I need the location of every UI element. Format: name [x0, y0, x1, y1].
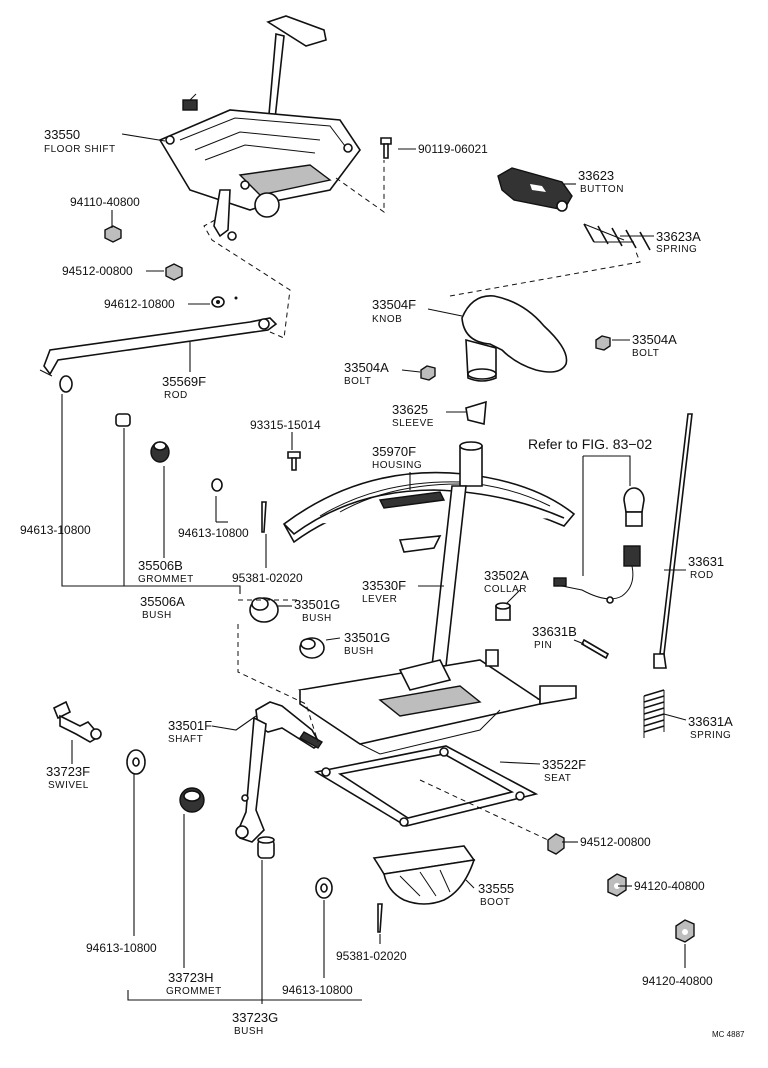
label-33723h-number: 33723H [168, 970, 214, 985]
label-33522f-name: SEAT [544, 773, 571, 784]
label-33555-number: 33555 [478, 881, 514, 896]
label-35569f-name: ROD [164, 390, 188, 401]
label-94512b-number: 94512-00800 [580, 835, 651, 849]
label-33550-number: 33550 [44, 127, 80, 142]
shaft-drawing [235, 701, 324, 843]
rod-35569f-drawing [39, 317, 278, 393]
boot-drawing [372, 845, 476, 905]
bolts-33504a-drawing [420, 335, 611, 381]
reference-note: Refer to FIG. 83−02 [528, 436, 652, 452]
screw-93315-drawing [287, 451, 301, 471]
knob-drawing [461, 295, 568, 382]
leader-lines [61, 133, 687, 1004]
swivel-drawing [52, 700, 102, 743]
label-33625-number: 33625 [392, 402, 428, 417]
collar-drawing [495, 602, 511, 621]
floor-shift-assembly-drawing [158, 15, 361, 241]
label-35970f-name: HOUSING [372, 460, 422, 471]
figure-code: MC 4887 [712, 1030, 745, 1039]
label-35506a-number: 35506A [140, 594, 185, 609]
label-33504f-number: 33504F [372, 297, 416, 312]
label-33522f-number: 33522F [542, 757, 586, 772]
label-33501f-number: 33501F [168, 718, 212, 733]
label-33631b-number: 33631B [532, 624, 577, 639]
label-94110-number: 94110-40800 [70, 195, 140, 209]
label-33501g-a-name: BUSH [302, 613, 332, 624]
button-drawing [497, 167, 573, 212]
label-33504f-name: KNOB [372, 314, 402, 325]
label-94613c-number: 94613-10800 [86, 941, 157, 955]
label-90119-number: 90119-06021 [418, 142, 488, 156]
label-33501f-name: SHAFT [168, 734, 203, 745]
seat-drawing [313, 745, 539, 827]
label-33631-name: ROD [690, 570, 714, 581]
label-33504a-left-number: 33504A [344, 360, 389, 375]
label-95381b-number: 95381-02020 [336, 949, 407, 963]
spring-33631a-drawing [643, 689, 665, 738]
label-33723h-name: GROMMET [166, 986, 222, 997]
pin-drawing [580, 638, 610, 660]
label-95381a-number: 95381-02020 [232, 571, 303, 585]
label-35506b-number: 35506B [138, 558, 183, 573]
base-bracket-drawing [298, 649, 577, 755]
label-33631a-name: SPRING [690, 730, 731, 741]
label-33631-number: 33631 [688, 554, 724, 569]
label-33501g-b-name: BUSH [344, 646, 374, 657]
label-94613b-number: 94613-10800 [178, 526, 249, 540]
label-33623a-name: SPRING [656, 244, 697, 255]
label-94613a-number: 94613-10800 [20, 523, 91, 537]
washers-bottom-left-drawing [126, 749, 383, 933]
label-33723g-name: BUSH [234, 1026, 264, 1037]
label-33530f-name: LEVER [362, 594, 397, 605]
label-33723f-name: SWIVEL [48, 780, 89, 791]
label-35506a-name: BUSH [142, 610, 172, 621]
indicator-bulb-drawing [553, 487, 645, 604]
housing-drawing [282, 471, 576, 553]
label-33504a-right-number: 33504A [632, 332, 677, 347]
label-33623a-number: 33623A [656, 229, 701, 244]
label-35970f-number: 35970F [372, 444, 416, 459]
label-94512a-number: 94512-00800 [62, 264, 133, 278]
rod-33631-drawing [653, 413, 693, 669]
label-35569f-number: 35569F [162, 374, 206, 389]
label-33623-number: 33623 [578, 168, 614, 183]
fasteners-left-drawing [104, 225, 238, 308]
label-35506b-name: GROMMET [138, 574, 194, 585]
label-33501g-a-number: 33501G [294, 597, 340, 612]
label-94613d-number: 94613-10800 [282, 983, 353, 997]
label-33504a-left-name: BOLT [344, 376, 371, 387]
label-33555-name: BOOT [480, 897, 510, 908]
sleeve-drawing [465, 400, 487, 426]
label-33631b-name: PIN [534, 640, 552, 651]
label-33502a-name: COLLAR [484, 584, 527, 595]
label-33502a-number: 33502A [484, 568, 529, 583]
label-33631a-number: 33631A [688, 714, 733, 729]
label-33723g-number: 33723G [232, 1010, 278, 1025]
label-93315-number: 93315-15014 [250, 418, 321, 432]
label-33501g-b-number: 33501G [344, 630, 390, 645]
label-33504a-right-name: BOLT [632, 348, 659, 359]
grommet-bushes-drawing [115, 413, 325, 659]
label-33623-name: BUTTON [580, 184, 624, 195]
spring-33623a-drawing [583, 223, 651, 251]
part-labels: 33550 FLOOR SHIFT 90119-06021 33623 BUTT… [20, 127, 745, 1039]
label-94120a-number: 94120-40800 [634, 879, 705, 893]
label-33723f-number: 33723F [46, 764, 90, 779]
label-33530f-number: 33530F [362, 578, 406, 593]
label-33550-name: FLOOR SHIFT [44, 144, 116, 155]
screw-90119-drawing [380, 137, 392, 159]
label-94120b-number: 94120-40800 [642, 974, 713, 988]
label-33625-name: SLEEVE [392, 418, 434, 429]
nuts-right-drawing [547, 833, 695, 943]
label-94612-number: 94612-10800 [104, 297, 175, 311]
